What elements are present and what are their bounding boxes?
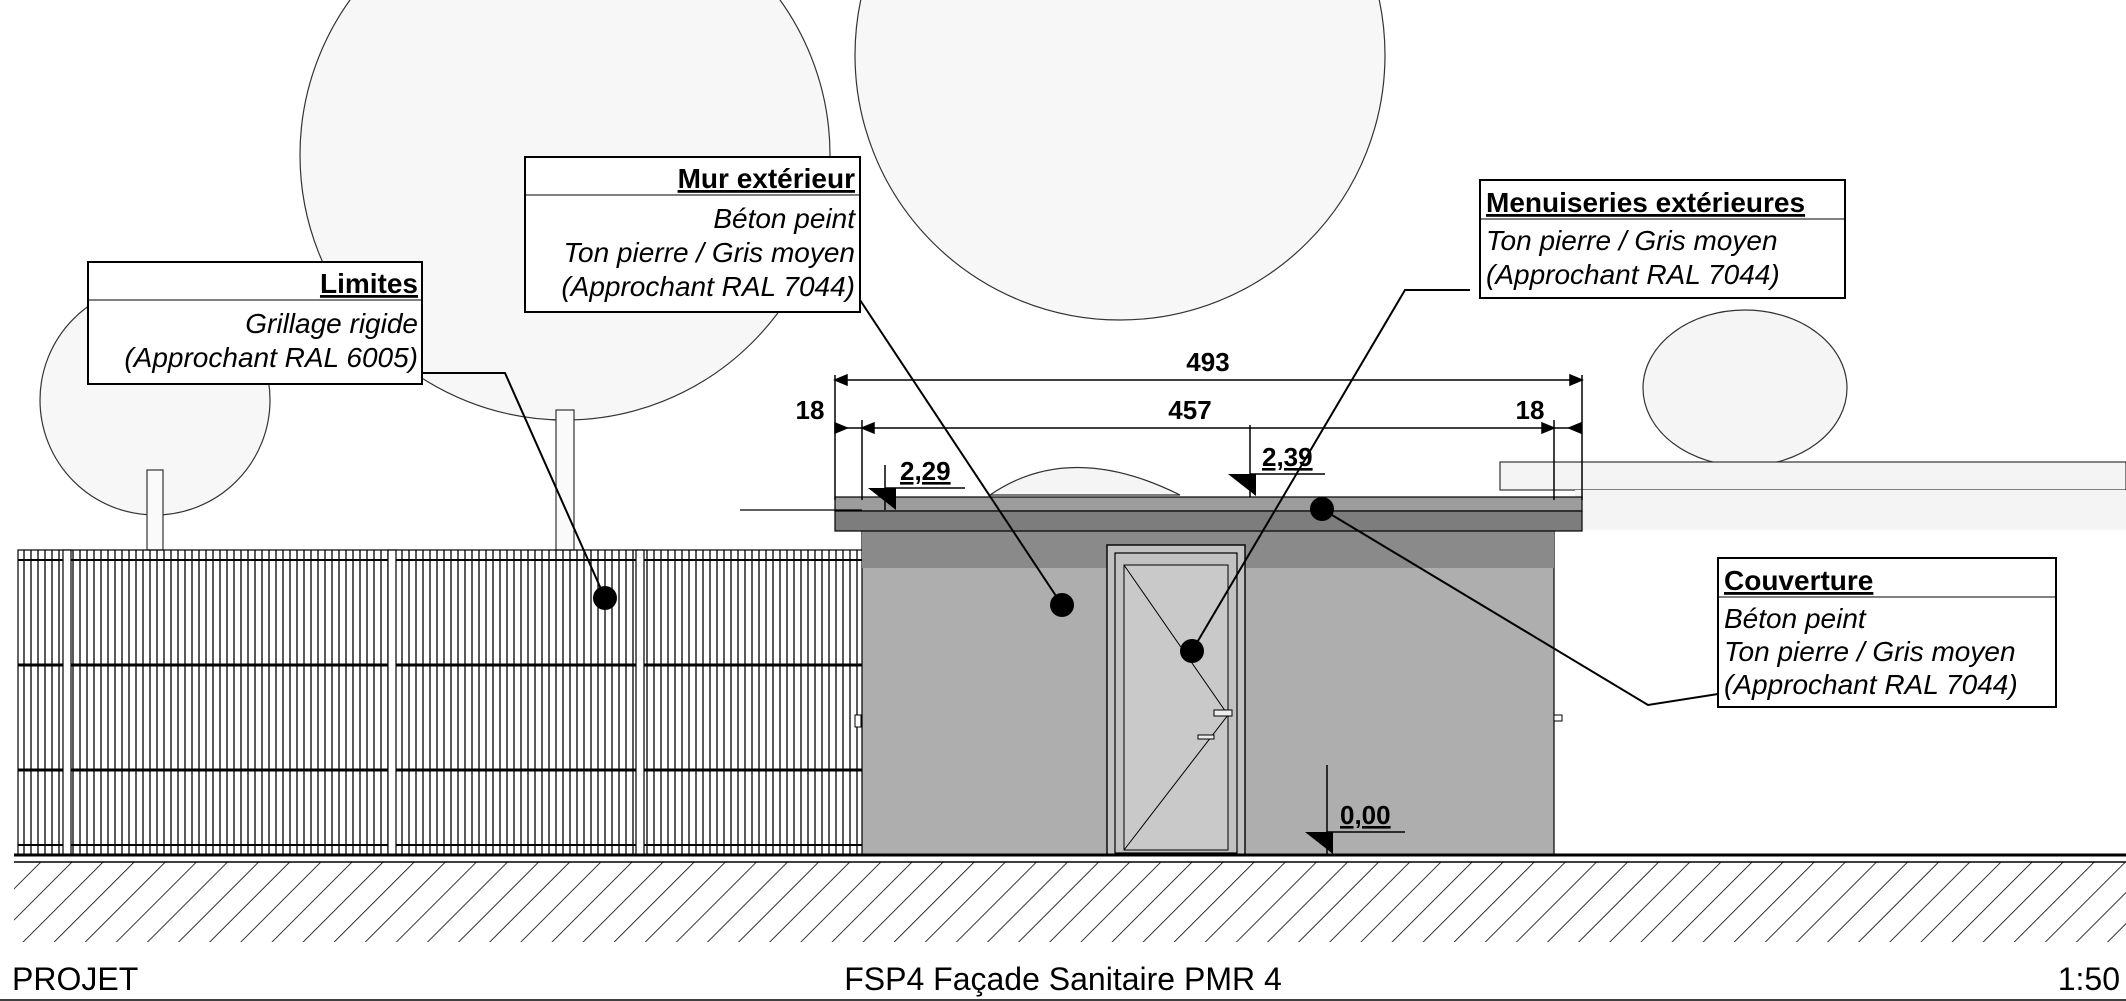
mur-title: Mur extérieur bbox=[678, 163, 855, 194]
leader-dots bbox=[593, 497, 1334, 663]
leader-lines bbox=[422, 289, 1719, 707]
sanitary-building bbox=[740, 496, 1583, 856]
dim-inner: 457 bbox=[1168, 395, 1211, 425]
annotation-limites: Limites Grillage rigide (Approchant RAL … bbox=[87, 261, 423, 385]
menuiseries-line1: Ton pierre / Gris moyen bbox=[1486, 225, 1778, 256]
level-ground: 0,00 bbox=[1340, 800, 1391, 830]
annotation-mur-exterieur: Mur extérieur Béton peint Ton pierre / G… bbox=[524, 156, 861, 313]
footer-sheet-title: FSP4 Façade Sanitaire PMR 4 bbox=[844, 961, 1282, 997]
level-roof-right: 2,39 bbox=[1262, 442, 1313, 472]
mur-line3: (Approchant RAL 7044) bbox=[561, 271, 855, 302]
dim-overall: 493 bbox=[1186, 347, 1229, 377]
annotation-couverture: Couverture Béton peint Ton pierre / Gris… bbox=[1717, 557, 2057, 708]
footer-project: PROJET bbox=[12, 961, 138, 997]
level-markers bbox=[868, 425, 1405, 855]
dim-right-wall: 18 bbox=[1516, 395, 1545, 425]
menuiseries-title: Menuiseries extérieures bbox=[1486, 187, 1805, 218]
couverture-title: Couverture bbox=[1724, 565, 1873, 596]
mur-line1: Béton peint bbox=[713, 203, 856, 234]
limites-line2: (Approchant RAL 6005) bbox=[124, 342, 418, 373]
level-roof-left: 2,29 bbox=[900, 456, 951, 486]
dim-left-wall: 18 bbox=[796, 395, 825, 425]
fence bbox=[17, 549, 864, 856]
couverture-line3: (Approchant RAL 7044) bbox=[1724, 669, 2018, 700]
limites-title: Limites bbox=[320, 268, 418, 299]
mur-line2: Ton pierre / Gris moyen bbox=[563, 237, 855, 268]
title-block: PROJET FSP4 Façade Sanitaire PMR 4 1:50 bbox=[12, 961, 2120, 997]
footer-scale: 1:50 bbox=[2058, 961, 2120, 997]
couverture-line2: Ton pierre / Gris moyen bbox=[1724, 636, 2016, 667]
dimension-lines bbox=[833, 373, 1584, 500]
limites-line1: Grillage rigide bbox=[245, 308, 418, 339]
ground bbox=[0, 853, 2126, 1001]
menuiseries-line2: (Approchant RAL 7044) bbox=[1486, 259, 1780, 290]
couverture-line1: Béton peint bbox=[1724, 603, 1867, 634]
annotation-menuiseries: Menuiseries extérieures Ton pierre / Gri… bbox=[1479, 179, 1846, 299]
